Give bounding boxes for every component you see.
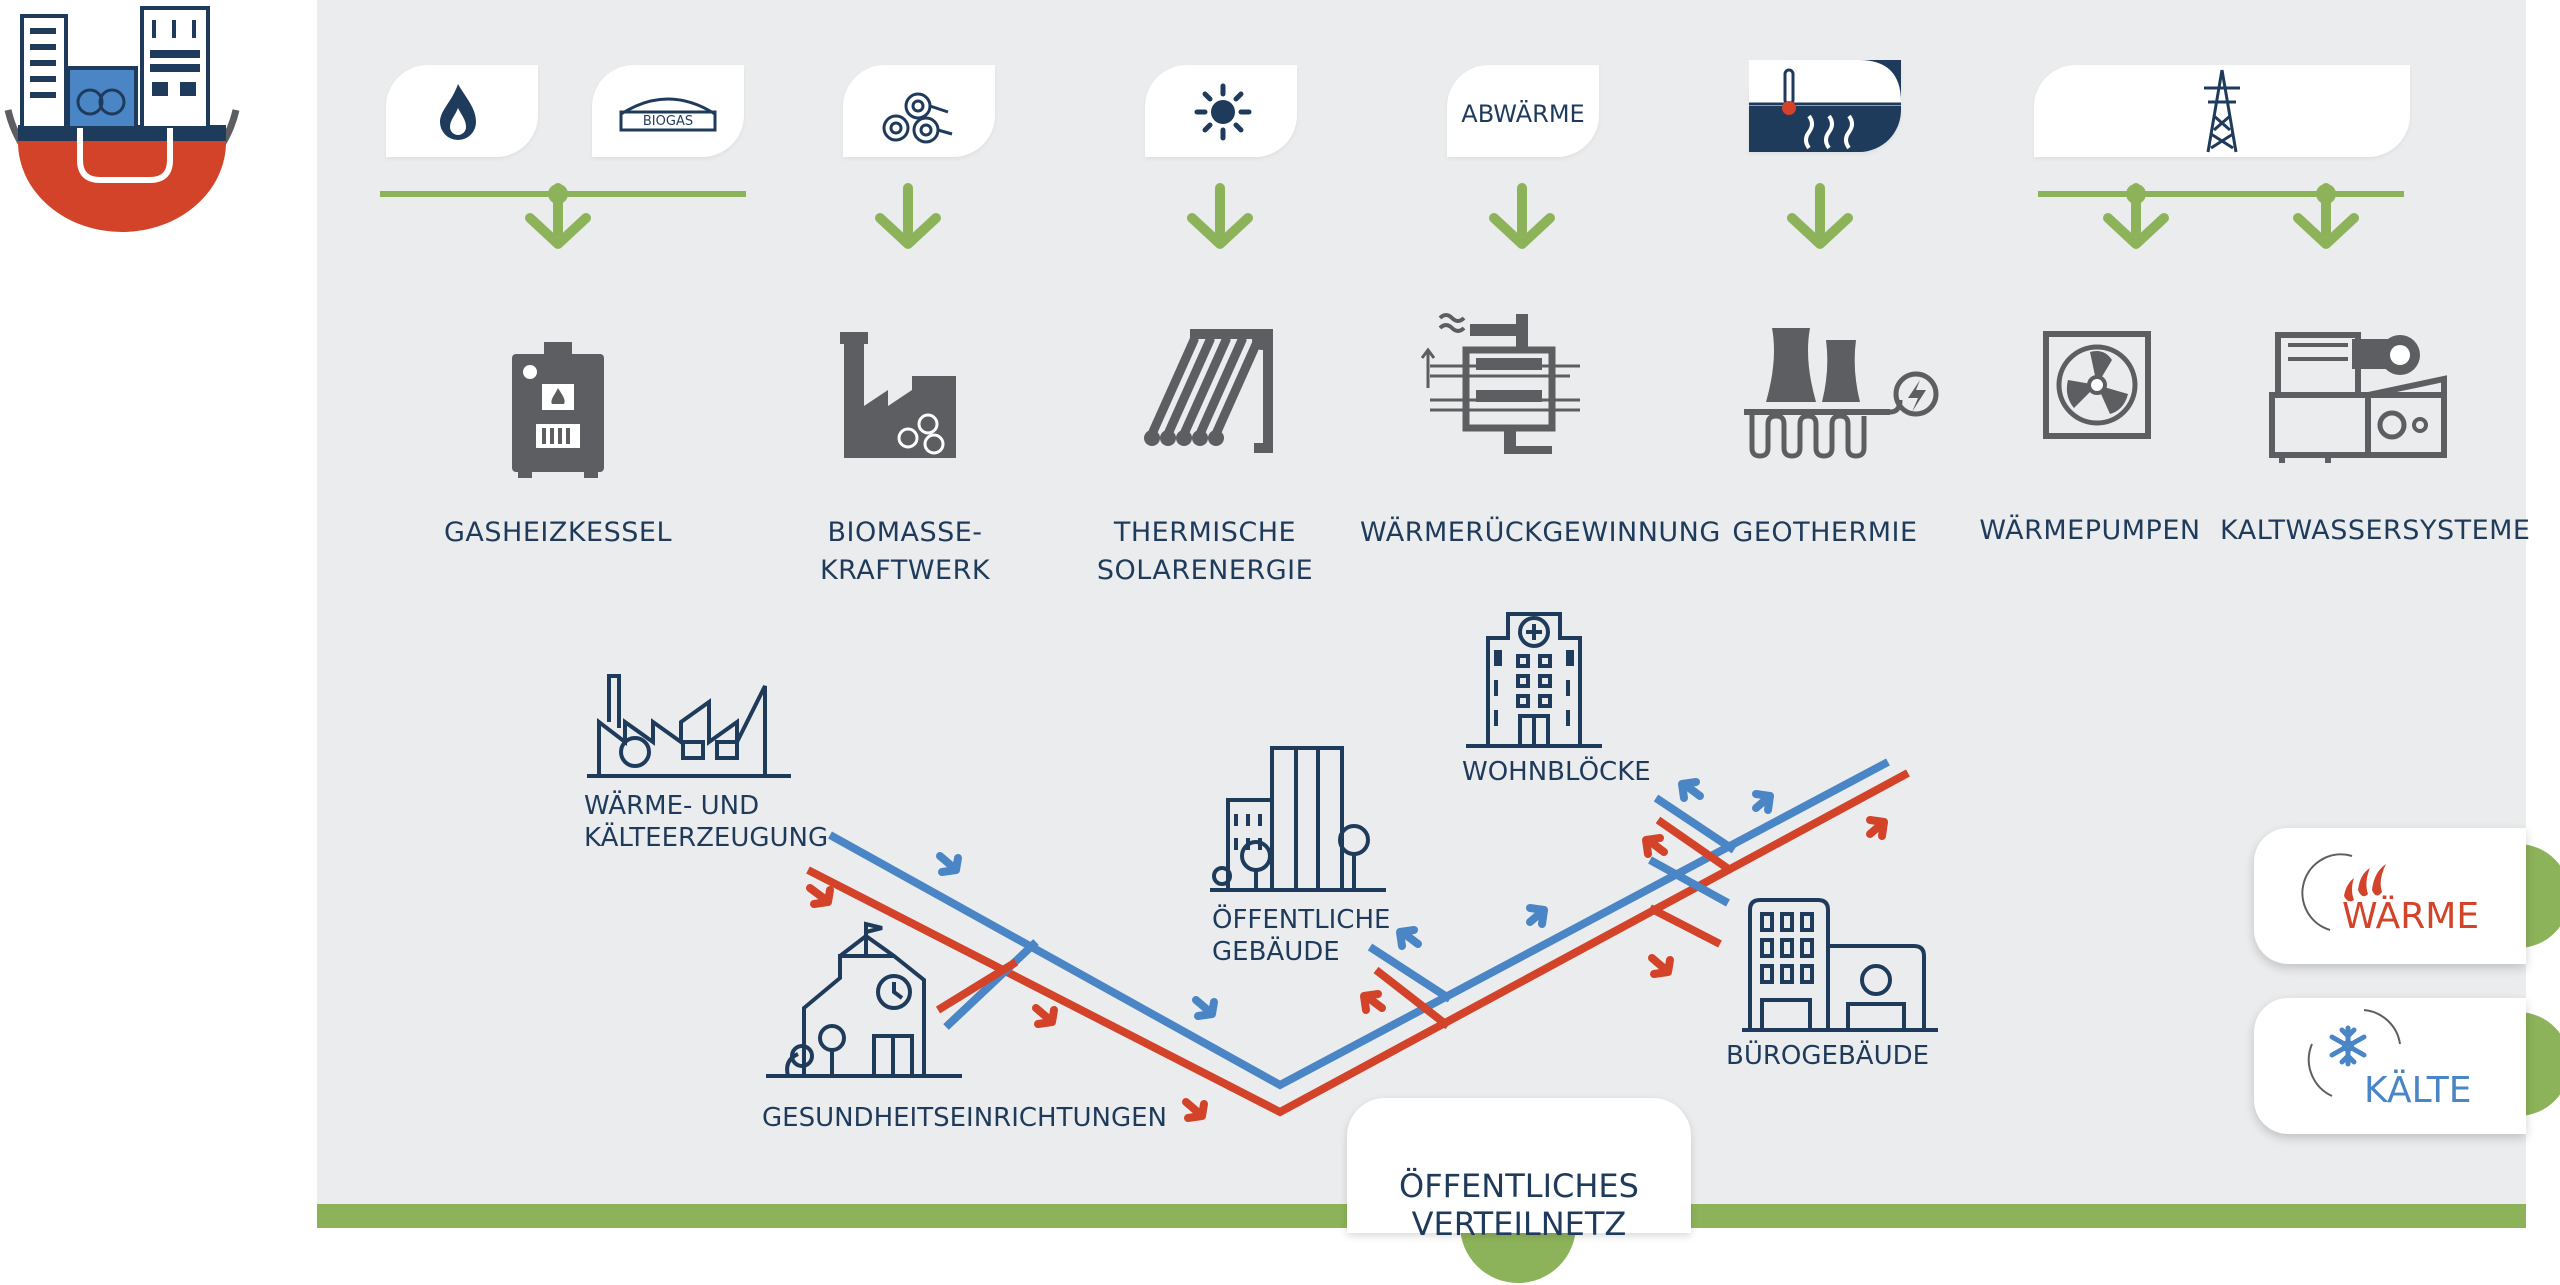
- public-buildings-label: ÖFFENTLICHE GEBÄUDE: [1212, 905, 1391, 967]
- chiller-label: KALTWASSERSYSTEME: [2220, 515, 2531, 546]
- flow-arrows: [806, 778, 1888, 1122]
- ground-heat-icon: [1749, 60, 1901, 150]
- waste-heat-source-pill: [1447, 65, 1599, 157]
- public-building-icon: [1210, 746, 1386, 892]
- office-building-icon: [1742, 898, 1938, 1032]
- energy-diagram-panel: [317, 0, 2526, 1228]
- heat-pump-icon: [2043, 331, 2151, 439]
- distribution-network-card: ÖFFENTLICHES VERTEILNETZ: [1347, 1098, 1691, 1243]
- heat-recovery-label: WÄRMERÜCKGEWINNUNG: [1360, 517, 1721, 548]
- health-label: GESUNDHEITSEINRICHTUNGEN: [762, 1103, 1167, 1133]
- health-facility-icon: [766, 921, 962, 1078]
- sun-icon: [1194, 83, 1252, 141]
- geothermal-label: GEOTHERMIE: [1732, 517, 1918, 548]
- biomass-plant-icon: [840, 332, 956, 458]
- legend-heat-card: [2254, 828, 2526, 964]
- network-green-semicircle: [1460, 1225, 1576, 1283]
- biomass-plant-label: BIOMASSE- KRAFTWERK: [819, 517, 991, 586]
- legend-green-tabs: [2518, 844, 2560, 1116]
- residential-block-icon: [1466, 612, 1602, 748]
- distribution-network-label: ÖFFENTLICHES VERTEILNETZ: [1399, 1167, 1639, 1243]
- geothermal-plant-icon: [1744, 328, 1939, 459]
- solar-collector-icon: [1144, 329, 1273, 453]
- factory-icon: [587, 674, 791, 778]
- cold-main-pipe: [828, 758, 1890, 1090]
- solar-thermal-label: THERMISCHE SOLARENERGIE: [1096, 517, 1314, 586]
- chiller-system-icon: [2269, 332, 2447, 463]
- production-label: WÄRME- UND KÄLTEERZEUGUNG: [584, 791, 829, 853]
- gas-flame-icon: [440, 84, 476, 140]
- office-label: BÜROGEBÄUDE: [1726, 1041, 1930, 1071]
- gas-boiler-label: GASHEIZKESSEL: [444, 517, 672, 548]
- abwaerme-label: ABWÄRME: [1461, 100, 1585, 128]
- legend-cold-label: KÄLTE: [2364, 1070, 2472, 1111]
- gas-boiler-icon: [512, 342, 604, 478]
- biogas-dome-icon: [619, 97, 717, 132]
- wood-logs-icon: [882, 92, 953, 144]
- legend-cold-card: [2254, 998, 2526, 1134]
- biogas-label: BIOGAS: [642, 114, 694, 129]
- power-pylon-icon: [2204, 69, 2240, 153]
- heat-pump-label: WÄRMEPUMPEN: [1979, 515, 2201, 546]
- district-energy-logo-icon: [4, 6, 240, 232]
- snowflake-icon: [2307, 1009, 2401, 1097]
- legend-heat-label: WÄRME: [2342, 896, 2480, 937]
- source-feed-lines: [380, 183, 2404, 249]
- heat-flame-icon: [2301, 853, 2386, 931]
- residential-label: WOHNBLÖCKE: [1462, 757, 1651, 787]
- heat-recovery-icon: [1420, 313, 1580, 454]
